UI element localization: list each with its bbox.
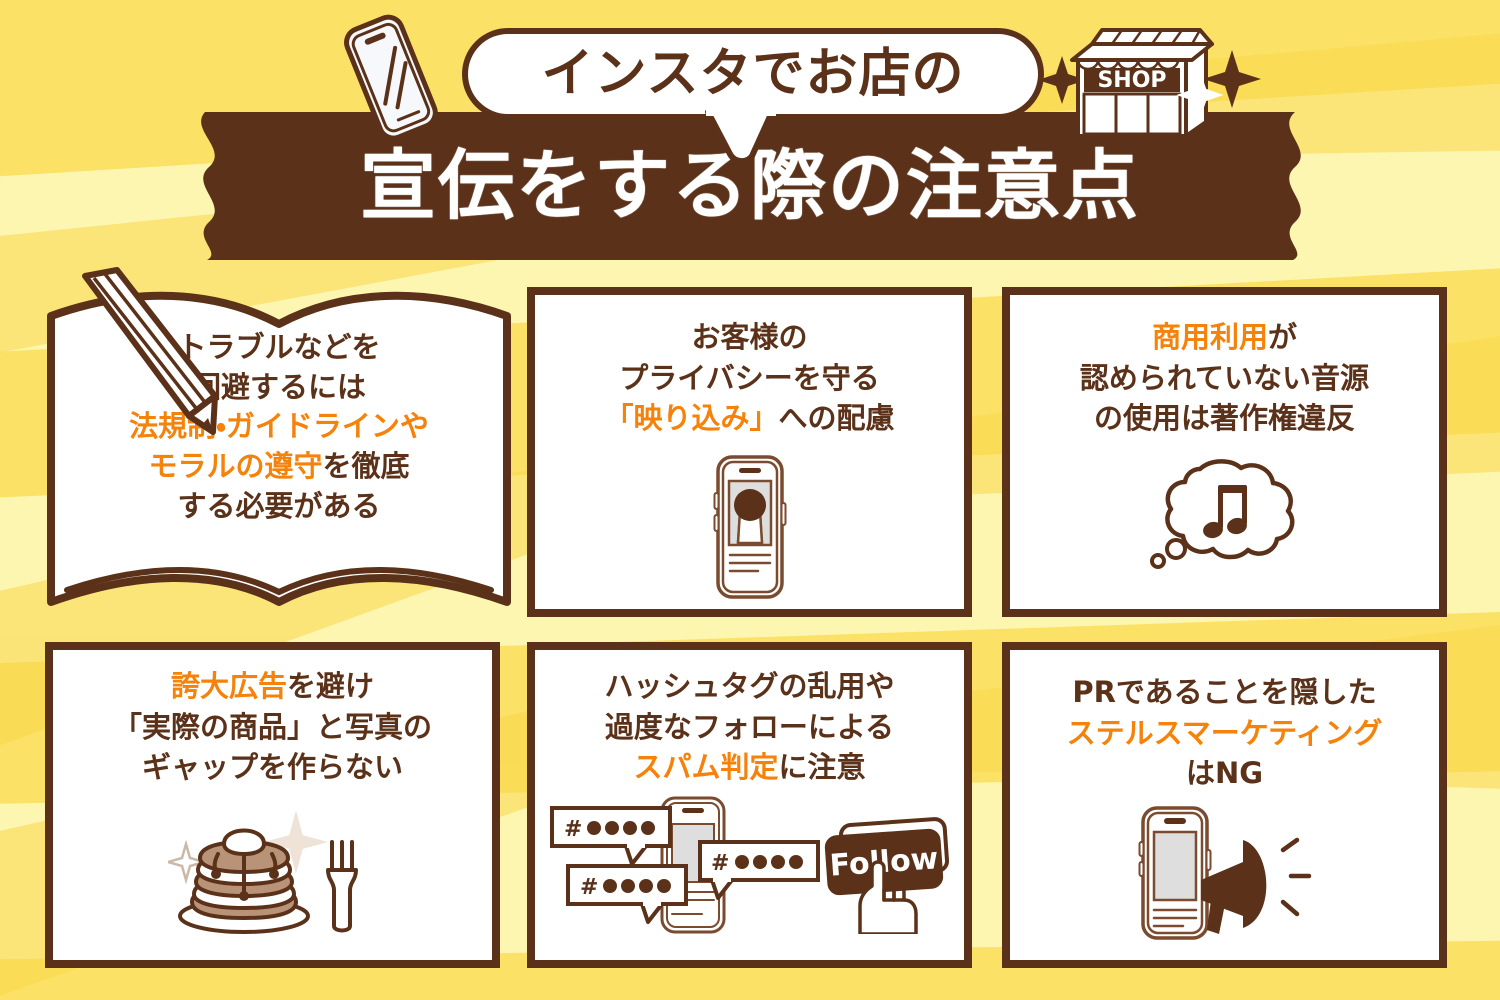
card-text-line: ギャップを作らない (113, 747, 432, 788)
svg-text:#: # (580, 875, 598, 900)
body-text: 過度なフォローによる (604, 709, 895, 744)
card-text-line: の使用は著作権違反 (1080, 398, 1369, 439)
body-text: トラブルなどを (177, 330, 381, 364)
body-text: に注意 (778, 750, 866, 785)
body-text: ギャップを作らない (141, 750, 403, 785)
body-text: お客様の (691, 320, 808, 354)
highlight-text: スパム判定 (633, 750, 779, 785)
body-text: への配慮 (778, 401, 895, 436)
headline-text: インスタでお店の (541, 44, 965, 104)
pencil-icon (82, 267, 218, 435)
highlight-text: 法規制・ガイドラインや (129, 409, 429, 444)
card-exaggerated-ads: 誇大広告を避け「実際の商品」と写真のギャップを作らない (45, 642, 500, 968)
card-text-line: プライバシーを守る (604, 358, 894, 399)
pancake-fork-icon (167, 809, 358, 934)
body-text: の使用は著作権違反 (1093, 401, 1355, 436)
phone-privacy-icon (713, 455, 786, 599)
sparkle-icon (167, 839, 209, 885)
highlight-text: ステルスマーケティング (1066, 715, 1383, 750)
card-3-text: 商用利用が認められていない音源の使用は著作権違反 (1080, 295, 1369, 439)
sparkle-icon (1176, 71, 1224, 119)
body-text: はNG (1185, 756, 1264, 791)
body-text: 認められていない音源 (1079, 360, 1370, 395)
sparkle-icon (263, 809, 328, 874)
card-customer-privacy: お客様のプライバシーを守る「映り込み」への配慮 (527, 287, 972, 617)
card-legal-compliance: トラブルなどを回避するには法規制・ガイドラインやモラルの遵守を徹底する必要がある (45, 267, 513, 624)
card-text-line: 認められていない音源 (1080, 358, 1369, 399)
card-text-line: 誇大広告を避け (113, 666, 432, 707)
card-stealth-marketing: PRであることを隠したステルスマーケティングはNG (1002, 642, 1447, 968)
body-text: が (1267, 320, 1297, 354)
card-text-line: モラルの遵守を徹底 (45, 447, 513, 487)
sparkle-icon (1040, 56, 1086, 104)
card-1-text: トラブルなどを回避するには法規制・ガイドラインやモラルの遵守を徹底する必要がある (45, 328, 513, 527)
card-5-text: ハッシュタグの乱用や過度なフォローによるスパム判定に注意 (604, 650, 894, 788)
card-text-line: お客様の (604, 317, 894, 358)
phone-megaphone-icon (1138, 806, 1311, 940)
shop-sign-label: SHOP (1097, 68, 1166, 93)
svg-text:#: # (564, 817, 582, 842)
highlight-text: 「映り込み」 (604, 401, 779, 436)
card-text-line: 商用利用が (1080, 317, 1369, 358)
pointing-hand-icon (857, 860, 918, 934)
hashtag-bubble: # (697, 839, 820, 900)
header-banner (0, 112, 1500, 260)
body-text: する必要がある (177, 488, 381, 523)
card-text-line: 過度なフォローによる (604, 707, 894, 748)
card-text-line: する必要がある (45, 487, 513, 527)
card-3-icon-wrap (1010, 457, 1439, 569)
page-title: 宣伝をする際の注意点 (360, 141, 1140, 230)
card-text-line: トラブルなどを (45, 328, 513, 368)
card-text-line: 法規制・ガイドラインや (45, 407, 513, 447)
card-text-line: 「映り込み」への配慮 (604, 398, 894, 439)
card-hashtag-spam: ハッシュタグの乱用や過度なフォローによるスパム判定に注意 (527, 642, 972, 968)
card-5-icon-wrap: # # (535, 794, 964, 934)
card-text-line: ステルスマーケティング (1067, 713, 1383, 754)
highlight-text: モラルの遵守 (148, 449, 323, 484)
smartphone-icon (344, 14, 438, 141)
follow-button: Follow (824, 816, 949, 895)
card-2-text: お客様のプライバシーを守る「映り込み」への配慮 (604, 295, 894, 439)
highlight-text: 商用利用 (1151, 320, 1268, 354)
card-text-line: PRであることを隠した (1067, 672, 1383, 713)
body-text: PRであることを隠した (1072, 675, 1377, 709)
hashtag-follow-icon: # # (549, 796, 949, 934)
card-2-icon-wrap (535, 453, 964, 601)
speech-bubble-tail (705, 110, 776, 160)
svg-text:#: # (711, 851, 729, 876)
body-text: を避け (286, 669, 374, 703)
card-text-line: スパム判定に注意 (604, 747, 894, 788)
hashtag-bubble: # (565, 863, 688, 924)
card-4-icon-wrap (53, 798, 492, 938)
body-text: 「実際の商品」と写真の (112, 709, 432, 744)
card-6-icon-wrap (1010, 804, 1439, 942)
body-text: プライバシーを守る (619, 360, 880, 395)
card-music-copyright: 商用利用が認められていない音源の使用は著作権違反 (1002, 287, 1447, 617)
card-6-text: PRであることを隠したステルスマーケティングはNG (1067, 650, 1383, 794)
music-thought-bubble-icon (1149, 458, 1294, 569)
card-text-line: 回避するには (45, 368, 513, 408)
highlight-text: 誇大広告 (170, 669, 287, 703)
sparkle-icon (1203, 50, 1261, 108)
shop-storefront-icon: SHOP (1040, 28, 1261, 138)
body-text: を徹底 (322, 449, 410, 484)
headline-speech-bubble: インスタでお店の (462, 28, 1044, 120)
card-4-text: 誇大広告を避け「実際の商品」と写真のギャップを作らない (113, 650, 432, 788)
hashtag-bubble: # (549, 805, 672, 866)
card-text-line: 「実際の商品」と写真の (113, 707, 432, 748)
card-text-line: はNG (1067, 753, 1383, 794)
card-text-line: ハッシュタグの乱用や (604, 666, 894, 707)
body-text: 回避するには (191, 369, 366, 404)
body-text: ハッシュタグの乱用や (604, 669, 895, 703)
